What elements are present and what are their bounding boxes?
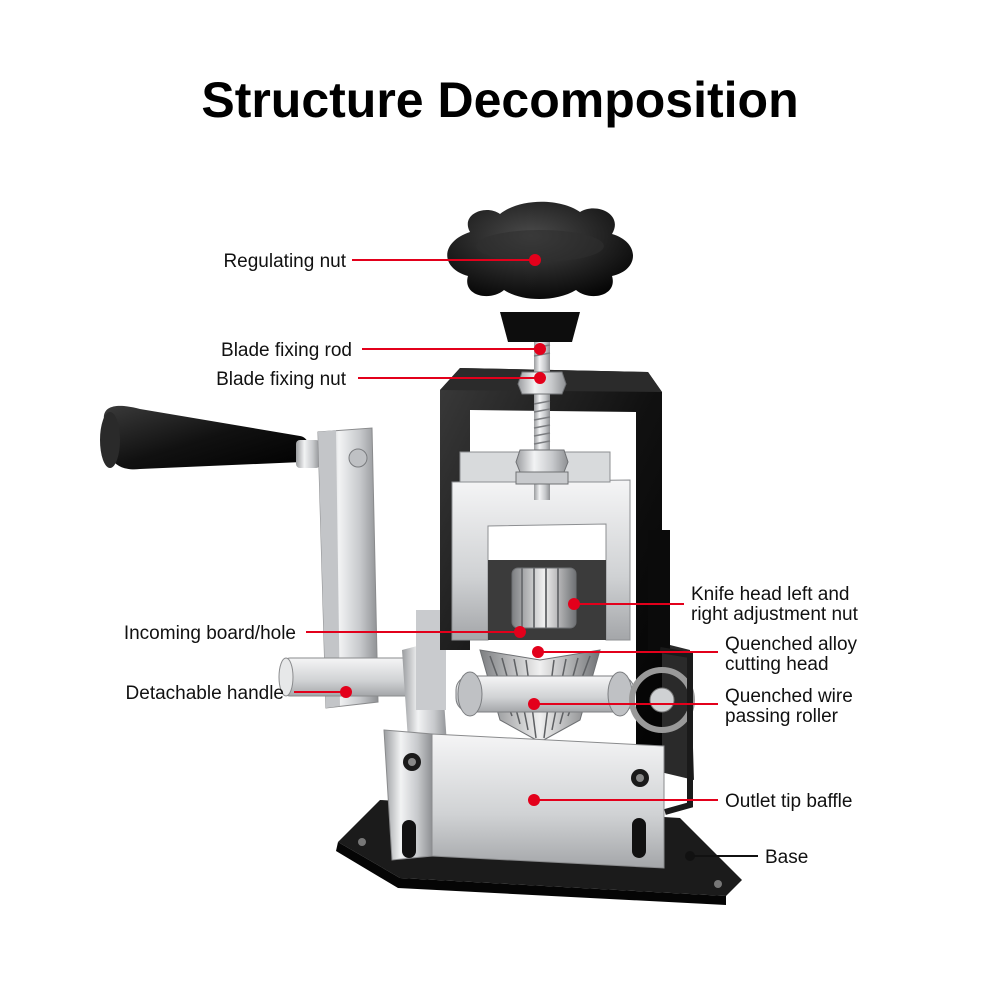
wire-stripper-illustration: [100, 201, 742, 905]
marker-blade-fixing-rod: [534, 343, 546, 355]
label-detachable-handle: Detachable handle: [126, 683, 284, 704]
label-knife-head-line2: right adjustment nut: [691, 604, 859, 625]
marker-base: [685, 851, 695, 861]
label-cutting-head-line2: cutting head: [725, 654, 829, 675]
label-base: Base: [765, 847, 808, 868]
label-outlet-baffle: Outlet tip baffle: [725, 791, 852, 812]
marker-outlet-baffle: [528, 794, 540, 806]
label-wire-roller-line2: passing roller: [725, 706, 839, 727]
label-incoming-board: Incoming board/hole: [124, 623, 296, 644]
marker-incoming-board: [514, 626, 526, 638]
cutting-head: [455, 560, 695, 815]
regulating-knob: [447, 201, 633, 342]
label-regulating-nut: Regulating nut: [223, 251, 346, 272]
label-cutting-head-line1: Quenched alloy: [725, 634, 858, 655]
label-blade-fixing-rod: Blade fixing rod: [221, 340, 352, 361]
callouts: [294, 254, 758, 861]
labels: Regulating nut Blade fixing rod Blade fi…: [124, 251, 859, 868]
marker-regulating-nut: [529, 254, 541, 266]
label-blade-fixing-nut: Blade fixing nut: [216, 369, 347, 390]
marker-knife-head: [568, 598, 580, 610]
marker-cutting-head: [532, 646, 544, 658]
label-wire-roller-line1: Quenched wire: [725, 686, 853, 707]
marker-wire-roller: [528, 698, 540, 710]
label-knife-head-line1: Knife head left and: [691, 584, 849, 605]
blade-rod: [515, 330, 569, 500]
marker-blade-fixing-nut: [534, 372, 546, 384]
page-title: Structure Decomposition: [201, 72, 798, 128]
crank-handle: [100, 405, 421, 709]
marker-detachable-handle: [340, 686, 352, 698]
